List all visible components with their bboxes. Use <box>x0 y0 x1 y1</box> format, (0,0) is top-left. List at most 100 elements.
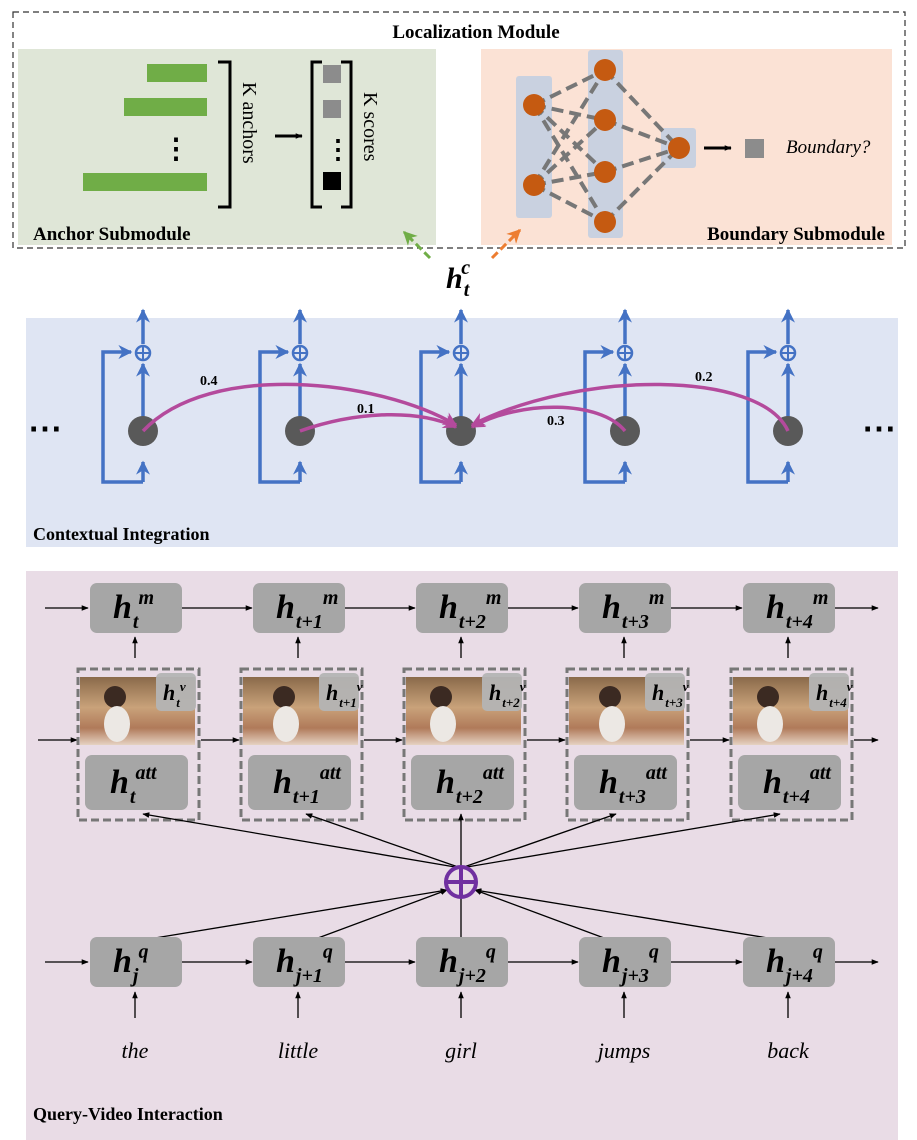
network-node <box>523 94 545 116</box>
child-figure <box>599 686 621 708</box>
lstm-feedback-loop <box>258 345 300 484</box>
memory-state: ht+4m <box>743 583 835 658</box>
score-cell <box>323 100 341 118</box>
network-node <box>594 59 616 81</box>
query-word: the <box>122 1038 149 1063</box>
attention-state-box <box>248 755 351 810</box>
memory-state: ht+1m <box>253 583 345 658</box>
memory-state-box <box>743 583 835 633</box>
contextual-integration-label: Contextual Integration <box>33 524 210 544</box>
attention-state-box <box>85 755 188 810</box>
query-fanin-arrow <box>317 889 448 939</box>
query-video-interaction-panel <box>26 571 898 1140</box>
lstm-feedback-loop <box>101 345 143 484</box>
query-state-label: hj+4q <box>766 941 823 987</box>
attention-fanout-arrow <box>460 812 781 869</box>
cell-dashed-frame <box>239 667 364 822</box>
memory-state-box <box>579 583 671 633</box>
attention-state-label: htatt <box>110 762 158 808</box>
scores-vdots: ⋮ <box>325 135 351 164</box>
attention-state-box <box>411 755 514 810</box>
attention-state-label: ht+4att <box>763 762 832 808</box>
child-figure <box>273 706 299 742</box>
k-anchors-label: K anchors <box>238 82 260 164</box>
attention-arc <box>299 412 458 433</box>
context-state: htc <box>402 228 522 301</box>
visual-attention-cell: htv htatt <box>76 667 201 822</box>
cell-dashed-frame <box>76 667 201 822</box>
child-figure <box>430 706 456 742</box>
context-to-boundary-arrow <box>490 228 522 260</box>
localization-module-border <box>12 11 906 249</box>
visual-attention-cell: ht+1v ht+1att <box>239 667 364 822</box>
anchor-bar <box>124 98 207 116</box>
context-state-label: htc <box>446 257 471 301</box>
query-state-box <box>253 937 345 987</box>
visual-state-label: ht+1v <box>326 679 363 710</box>
attention-weight: 0.1 <box>357 402 375 417</box>
query-state-label: hjq <box>113 941 148 987</box>
attention-arc <box>141 382 458 433</box>
score-cell <box>323 172 341 190</box>
boundary-submodule: Boundary? Boundary Submodule <box>481 49 892 245</box>
visual-attention-cell: ht+4v ht+4att <box>729 667 854 822</box>
anchor-bar <box>147 64 207 82</box>
visual-state-box <box>319 673 359 711</box>
query-state-label: hj+2q <box>439 941 496 987</box>
network-node <box>594 161 616 183</box>
child-figure <box>104 686 126 708</box>
attention-fanout-arrow <box>142 812 462 869</box>
memory-state-label: ht+2m <box>439 587 501 633</box>
boundary-submodule-label: Boundary Submodule <box>707 224 885 245</box>
query-state-box <box>579 937 671 987</box>
anchor-submodule: ⋮ K anchors ⋮ K scores Anchor Submodule <box>18 49 436 245</box>
network-node <box>594 211 616 233</box>
query-video-interaction-label: Query-Video Interaction <box>33 1104 223 1124</box>
memory-state-label: ht+3m <box>602 587 664 633</box>
memory-state: ht+2m <box>416 583 508 658</box>
anchor-vdots: ⋮ <box>162 134 190 165</box>
anchor-submodule-label: Anchor Submodule <box>33 224 191 245</box>
localization-module: Localization Module ⋮ K anchors ⋮ K scor… <box>12 11 906 249</box>
query-state-label: hj+1q <box>276 941 333 987</box>
visual-state-label: htv <box>163 679 186 710</box>
child-figure <box>757 686 779 708</box>
child-figure <box>599 706 625 742</box>
query-fanin-arrow <box>474 889 605 939</box>
memory-state-box <box>416 583 508 633</box>
memory-state-box <box>90 583 182 633</box>
lstm-cell <box>746 308 803 484</box>
right-ellipsis: ⋯ <box>862 411 896 448</box>
cell-dashed-frame <box>402 667 527 822</box>
boundary-score-cell <box>745 139 764 158</box>
visual-state-label: ht+4v <box>816 679 853 710</box>
visual-state-box <box>482 673 522 711</box>
query-state: hjq the <box>90 937 182 1063</box>
memory-state-label: ht+1m <box>276 587 338 633</box>
visual-state-label: ht+2v <box>489 679 526 710</box>
anchor-submodule-panel <box>18 49 436 245</box>
query-state-box <box>416 937 508 987</box>
contextual-integration: 0.4 0.1 0.3 0.2 ⋯ ⋯ Contextual Integrati… <box>26 308 898 547</box>
visual-state-box <box>156 673 196 711</box>
attention-arc <box>470 382 790 432</box>
child-figure <box>273 686 295 708</box>
attention-fanout-arrow <box>460 813 617 869</box>
score-cell <box>323 65 341 83</box>
attention-state-label: ht+1att <box>273 762 342 808</box>
visual-state-box <box>809 673 849 711</box>
network-node <box>668 137 690 159</box>
attention-state-box <box>738 755 841 810</box>
hidden-layer-column <box>588 50 623 238</box>
visual-state-label: ht+3v <box>652 679 689 710</box>
attention-arcs <box>141 382 790 433</box>
attention-arc <box>470 405 627 433</box>
anchor-bar <box>83 173 207 191</box>
attention-weight: 0.3 <box>547 414 565 429</box>
cell-dashed-frame <box>729 667 854 822</box>
query-word: jumps <box>595 1038 651 1063</box>
